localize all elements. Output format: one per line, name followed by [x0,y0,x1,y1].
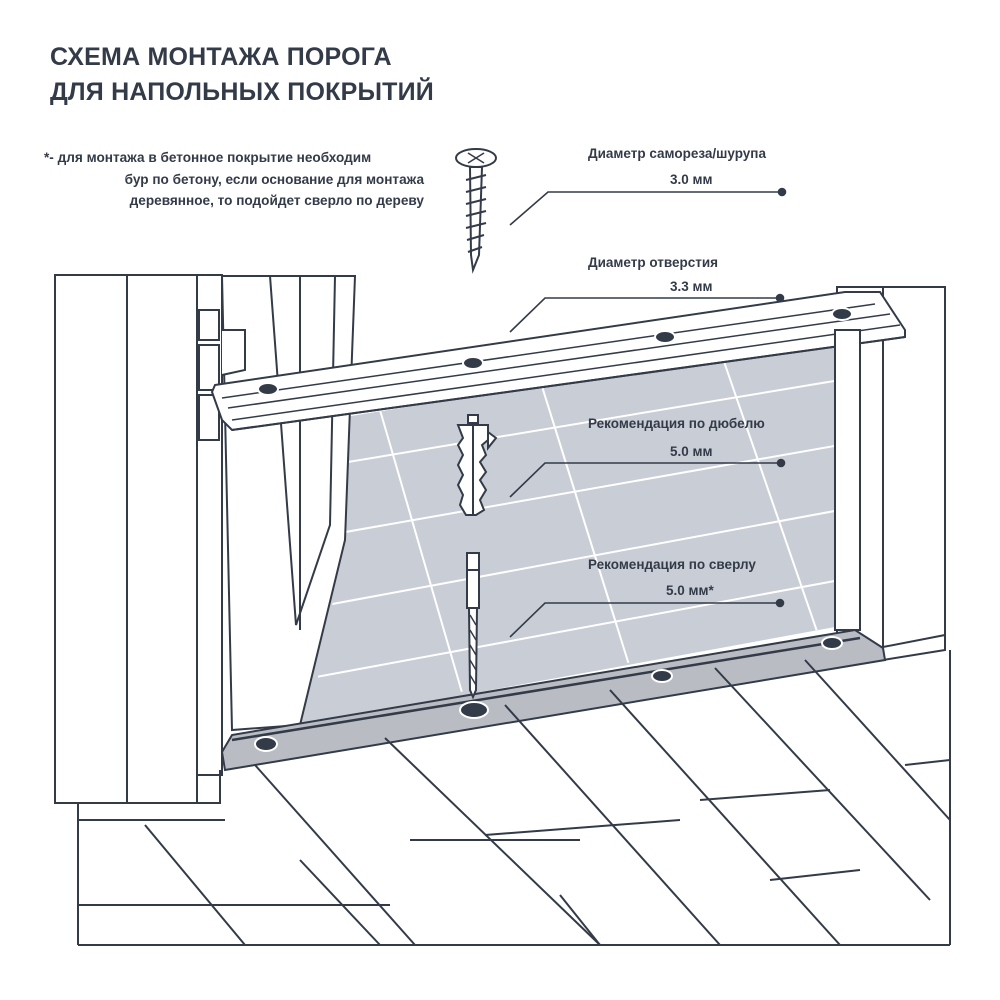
note-line-3: деревянное, то подойдет сверло по дереву [129,193,424,208]
drill-recommendation-label: Рекомендация по сверлу [588,557,756,572]
drilling-note: *- для монтажа в бетонное покрытие необх… [44,147,424,212]
page-title: СХЕМА МОНТАЖА ПОРОГА ДЛЯ НАПОЛЬНЫХ ПОКРЫ… [50,40,434,110]
dowel-icon [456,414,498,516]
threshold-profile [210,291,906,432]
title-line-2: ДЛЯ НАПОЛЬНЫХ ПОКРЫТИЙ [50,78,434,106]
screw-diameter-value: 3.0 мм [670,172,713,187]
callout-leaders [509,187,787,638]
drill-bit-icon [466,552,480,700]
floor-base-strip [220,628,887,772]
screw-diameter-label: Диаметр самореза/шурупа [588,146,766,161]
dowel-recommendation-label: Рекомендация по дюбелю [588,416,765,431]
note-line-1: *- для монтажа в бетонное покрытие необх… [44,150,372,165]
hole-diameter-value: 3.3 мм [670,279,713,294]
door-jamb [196,274,223,776]
drill-recommendation-value: 5.0 мм* [666,583,714,598]
left-wall [54,274,198,804]
title-line-1: СХЕМА МОНТАЖА ПОРОГА [50,43,392,71]
screw-icon [455,148,497,274]
wooden-floor [77,650,951,946]
tile-wall [300,338,835,725]
note-line-2: бур по бетону, если основание для монтаж… [124,171,424,187]
hole-diameter-label: Диаметр отверстия [588,255,719,270]
dowel-recommendation-value: 5.0 мм [670,444,713,459]
